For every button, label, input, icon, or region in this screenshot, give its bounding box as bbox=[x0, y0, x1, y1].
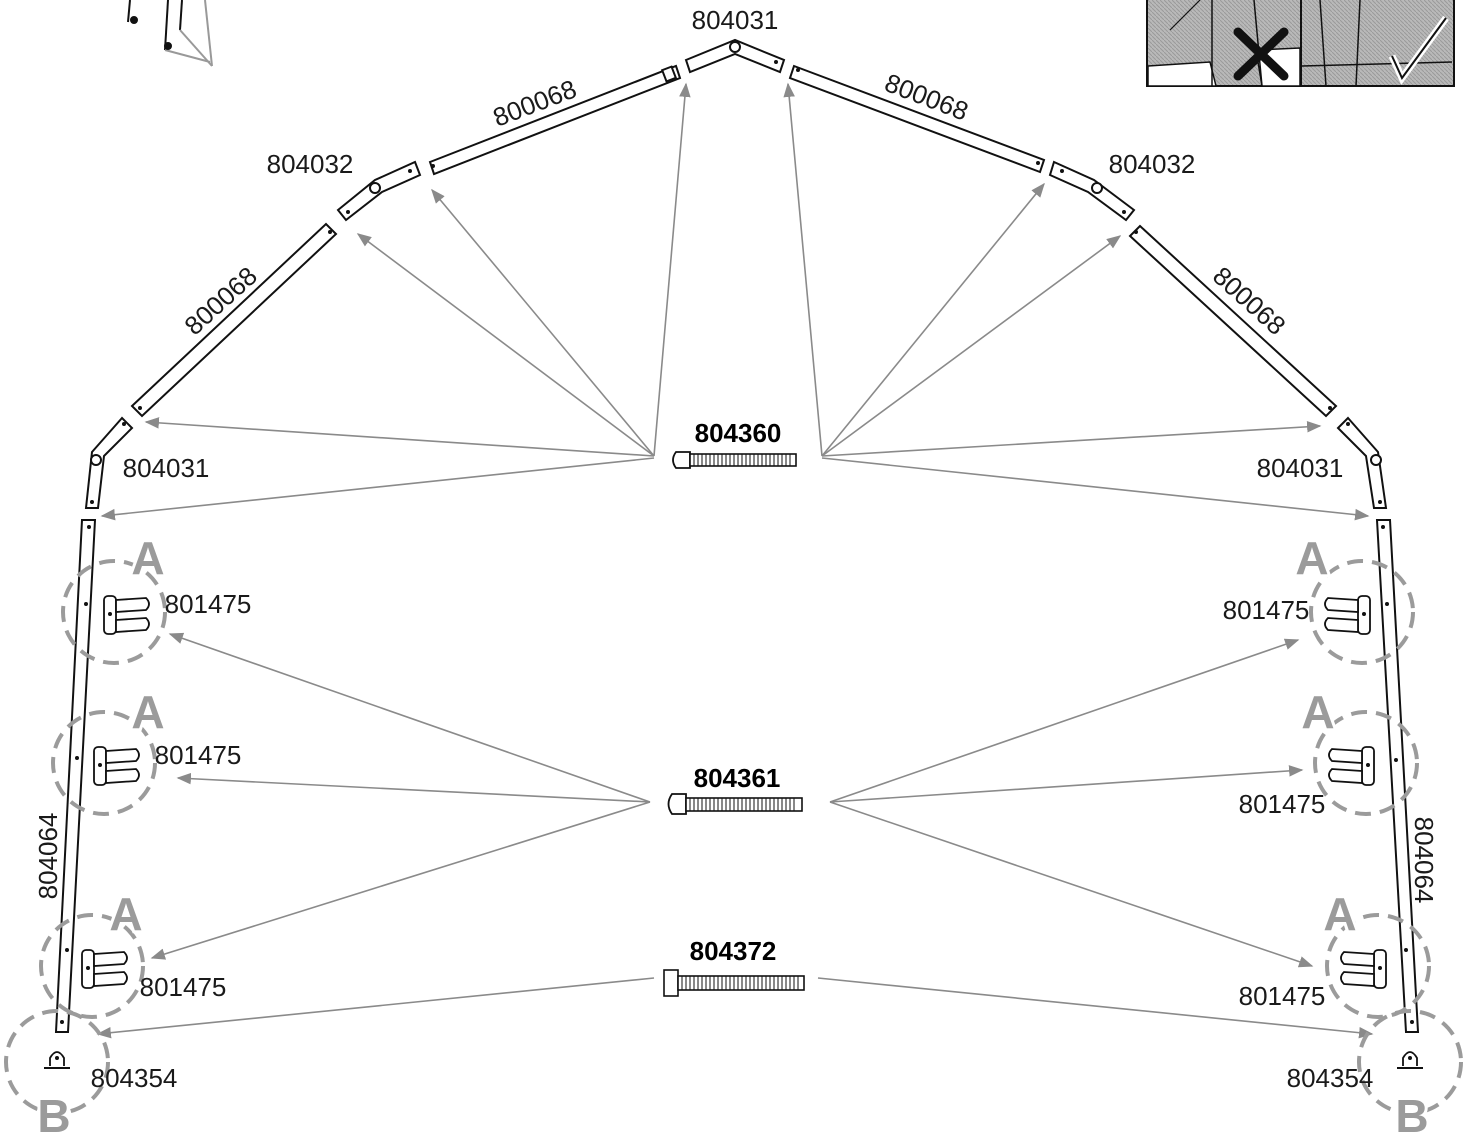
bolt-804361 bbox=[667, 793, 803, 815]
bolt-804360 bbox=[672, 451, 797, 469]
zone-b-letter: B bbox=[1395, 1090, 1428, 1135]
bracket-icon bbox=[81, 949, 128, 989]
zone-letters: A A A A A A B B bbox=[34, 529, 1431, 1135]
left-leg-label: 804064 bbox=[33, 813, 63, 900]
bracket-icon bbox=[1324, 595, 1371, 635]
zone-a-letter: A bbox=[109, 888, 142, 940]
left-elbow-label: 804032 bbox=[267, 149, 354, 179]
foot-plate-icon bbox=[44, 1051, 70, 1069]
bolt-label-804360: 804360 bbox=[695, 418, 782, 448]
right-bracket-label-1: 801475 bbox=[1223, 595, 1310, 625]
bracket-icon bbox=[1328, 746, 1375, 786]
left-bracket-zone-3 bbox=[39, 913, 145, 1019]
right-bracket-label-3: 801475 bbox=[1239, 981, 1326, 1011]
left-bracket-label-3: 801475 bbox=[140, 972, 227, 1002]
check-icon bbox=[1388, 15, 1449, 85]
left-corner bbox=[84, 416, 134, 509]
bolt-label-804361: 804361 bbox=[694, 763, 781, 793]
zone-b-letter: B bbox=[37, 1090, 70, 1135]
zone-a-letter: A bbox=[131, 532, 164, 584]
right-leg-label: 804064 bbox=[1409, 817, 1439, 904]
zone-a-letter: A bbox=[1301, 686, 1334, 738]
partial-frame-illustration bbox=[127, 0, 213, 67]
right-leg bbox=[1375, 519, 1420, 1033]
frame-tubes bbox=[54, 38, 1420, 1033]
assembly-arrows bbox=[96, 82, 1374, 1039]
left-foot-zone bbox=[4, 1009, 110, 1115]
bolt-804372 bbox=[663, 969, 805, 997]
foot-plate-icon bbox=[1397, 1051, 1423, 1069]
left-bracket-label-1: 801475 bbox=[165, 589, 252, 619]
apex-label: 804031 bbox=[692, 5, 779, 35]
lower-right-tube bbox=[1128, 224, 1338, 418]
left-corner-label: 804031 bbox=[123, 453, 210, 483]
right-corner-label: 804031 bbox=[1257, 453, 1344, 483]
right-bracket-zone-1 bbox=[1309, 559, 1415, 665]
zone-a-letter: A bbox=[131, 686, 164, 738]
cross-icon bbox=[1233, 27, 1289, 81]
left-foot-label: 804354 bbox=[91, 1063, 178, 1093]
upper-right-tube bbox=[788, 64, 1046, 174]
left-bracket-zone-1 bbox=[61, 559, 167, 665]
right-foot-label: 804354 bbox=[1287, 1063, 1374, 1093]
left-bracket-zone-2 bbox=[51, 710, 157, 816]
upper-left-tube bbox=[428, 64, 682, 176]
left-bracket-label-2: 801475 bbox=[155, 740, 242, 770]
right-corner bbox=[1336, 416, 1388, 509]
right-bracket-zone-2 bbox=[1313, 710, 1419, 816]
lower-left-tube bbox=[130, 222, 338, 418]
right-bracket-label-2: 801475 bbox=[1239, 789, 1326, 819]
bracket-icon bbox=[103, 595, 150, 635]
bracket-icon bbox=[93, 746, 140, 786]
bolt-labels: 804360 804361 804372 bbox=[690, 418, 782, 966]
right-foot-zone bbox=[1357, 1009, 1463, 1115]
zone-a-letter: A bbox=[1323, 888, 1356, 940]
bracket-icon bbox=[1340, 949, 1387, 989]
left-leg bbox=[54, 519, 97, 1033]
right-bracket-zone-3 bbox=[1325, 913, 1431, 1019]
zone-a-letter: A bbox=[1295, 532, 1328, 584]
bolt-label-804372: 804372 bbox=[690, 936, 777, 966]
correct-incorrect-panel bbox=[1146, 0, 1455, 87]
right-elbow-label: 804032 bbox=[1109, 149, 1196, 179]
